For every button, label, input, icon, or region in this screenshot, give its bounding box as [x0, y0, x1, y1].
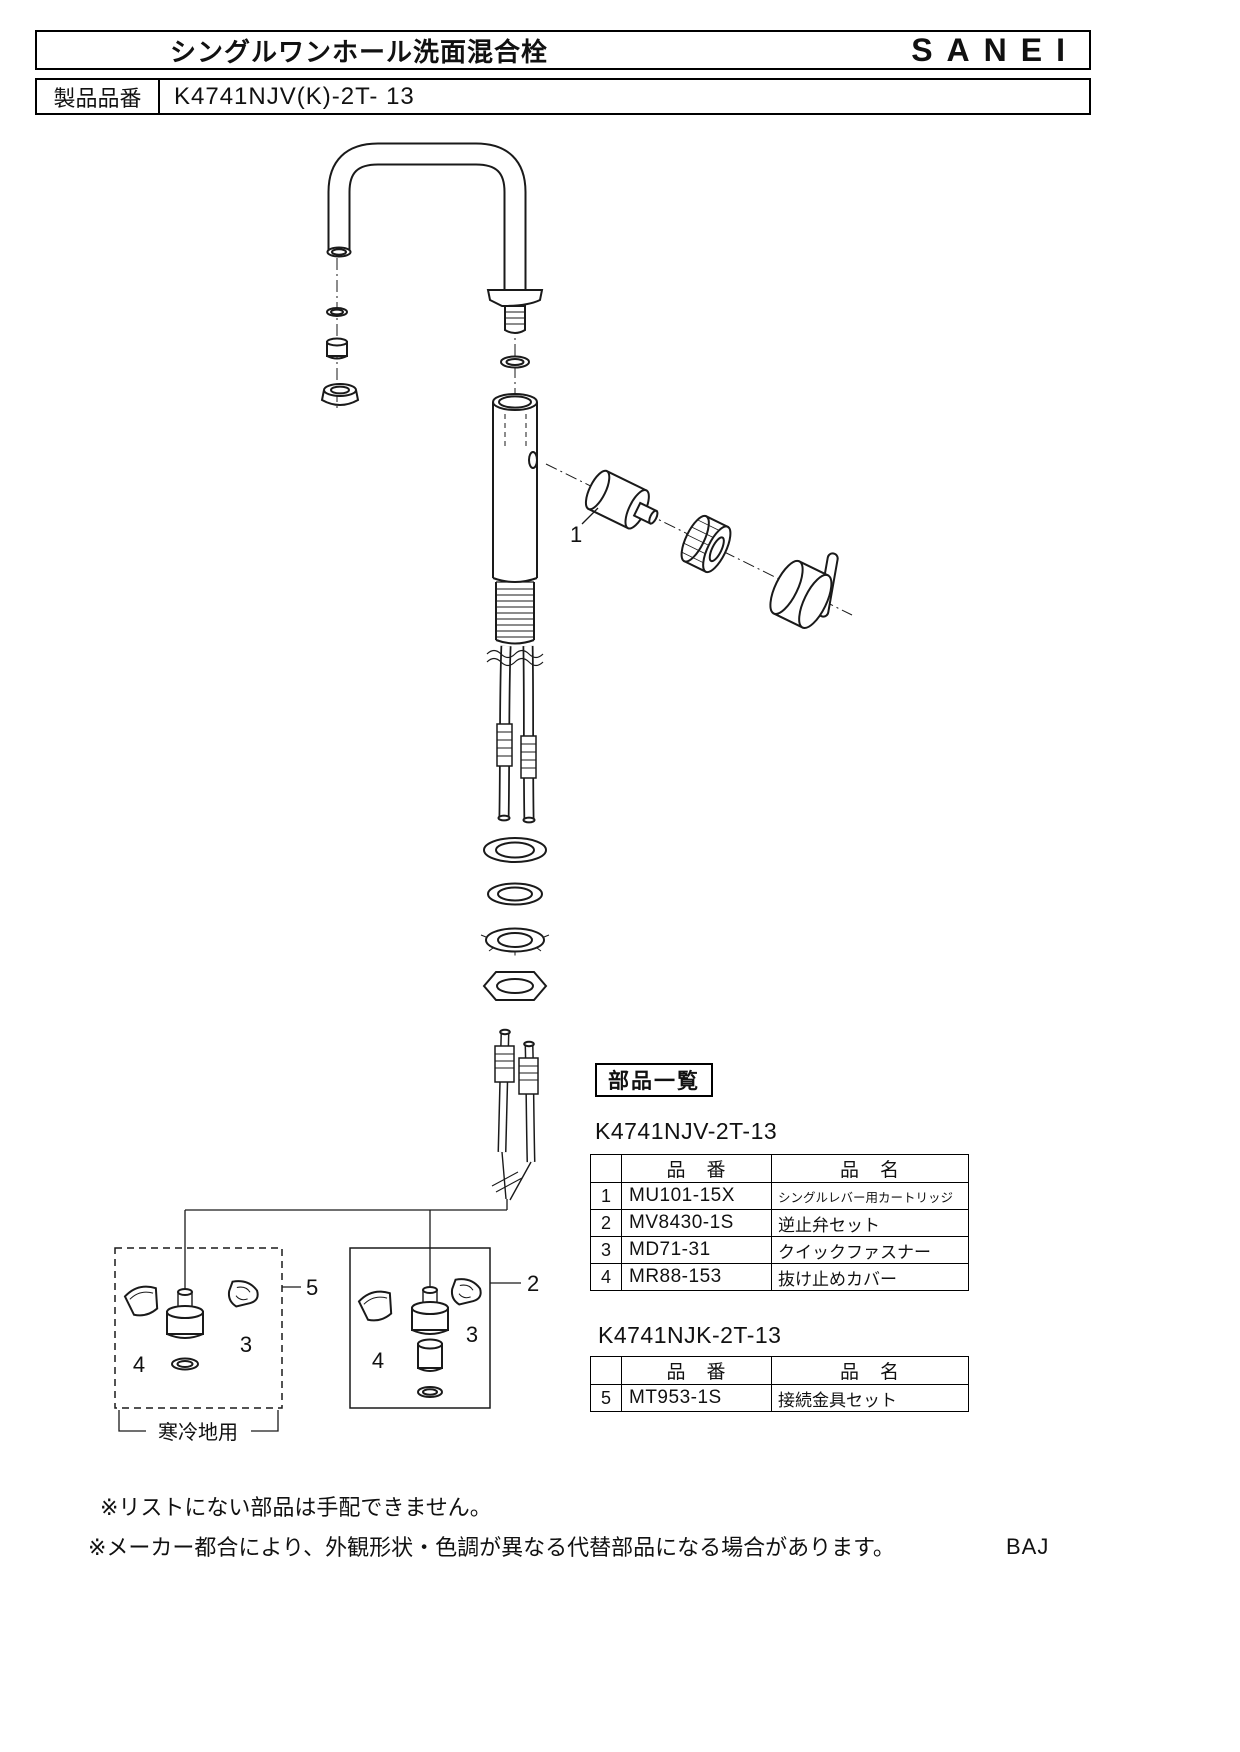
- callout-5: 5: [306, 1275, 318, 1300]
- row-index: 1: [590, 1182, 622, 1210]
- page-title: シングルワンホール洗面混合栓: [170, 36, 549, 67]
- row-index: 2: [590, 1209, 622, 1237]
- callout-2: 2: [527, 1271, 539, 1296]
- col-header-part-name: 品 名: [771, 1154, 969, 1183]
- col-header-index: [590, 1356, 622, 1385]
- part-name: 接続金具セット: [771, 1384, 969, 1412]
- part-number: MU101-15X: [621, 1182, 772, 1210]
- row-index: 5: [590, 1384, 622, 1412]
- callout-1-leader: [581, 507, 599, 525]
- col-header-index: [590, 1154, 622, 1183]
- center-axis-lines: [336, 258, 853, 616]
- model-number-1: K4741NJV-2T-13: [595, 1118, 778, 1144]
- product-number-label: 製品品番: [37, 80, 160, 113]
- check-valve-fitting-right: [411, 1286, 449, 1398]
- part-name: 抜け止めカバー: [771, 1263, 969, 1291]
- table-row: 2 MV8430-1S 逆止弁セット: [590, 1209, 969, 1237]
- product-number-bar: 製品品番 K4741NJV(K)-2T- 13: [35, 78, 1091, 115]
- col-header-part-name: 品 名: [771, 1356, 969, 1385]
- col-header-part-number: 品 番: [621, 1154, 772, 1183]
- quick-fastener-right: [450, 1278, 482, 1306]
- spout-base-flange: [486, 289, 544, 334]
- supply-hoses: [486, 645, 544, 824]
- cold-region-label: 寒冷地用: [158, 1421, 238, 1444]
- parts-list-heading: 部品一覧: [595, 1063, 713, 1097]
- standard-group: [349, 1247, 491, 1409]
- retainer-cover-right: [357, 1290, 393, 1322]
- connector-fitting-left: [166, 1288, 204, 1371]
- retainer-cover-left: [123, 1285, 159, 1317]
- cold-region-group: [114, 1247, 283, 1432]
- part-name: 逆止弁セット: [771, 1209, 969, 1237]
- table-header-row: 品 番 品 名: [590, 1356, 969, 1385]
- parts-table-1: 品 番 品 名 1 MU101-15X シングルレバー用カートリッジ 2 MV8…: [590, 1154, 969, 1291]
- part-name: クイックファスナー: [771, 1236, 969, 1264]
- part-number: MR88-153: [621, 1263, 772, 1291]
- part-number: MT953-1S: [621, 1384, 772, 1412]
- table-row: 4 MR88-153 抜け止めカバー: [590, 1263, 969, 1291]
- product-number-value: K4741NJV(K)-2T- 13: [174, 82, 415, 110]
- parts-list-heading-text: 部品一覧: [608, 1070, 700, 1093]
- cartridge-cap-nut: [680, 514, 732, 574]
- brand-logo: SANEI: [911, 31, 1079, 68]
- callout-3-right: 3: [466, 1322, 478, 1347]
- table-row: 3 MD71-31 クイックファスナー: [590, 1236, 969, 1264]
- part-number: MD71-31: [621, 1236, 772, 1264]
- aerator-parts: [320, 307, 360, 406]
- callout-4-right: 4: [372, 1348, 384, 1373]
- row-index: 3: [590, 1236, 622, 1264]
- handle: [769, 559, 833, 629]
- routing-lines: [184, 1199, 521, 1290]
- callout-1: 1: [570, 522, 582, 547]
- table-row: 1 MU101-15X シングルレバー用カートリッジ: [590, 1182, 969, 1210]
- table-row: 5 MT953-1S 接続金具セット: [590, 1384, 969, 1412]
- quick-fastener-left: [227, 1280, 259, 1308]
- washer-stack: [480, 837, 550, 956]
- faucet-body: [492, 393, 538, 583]
- col-header-part-number: 品 番: [621, 1356, 772, 1385]
- o-ring: [500, 355, 530, 369]
- parts-table-2: 品 番 品 名 5 MT953-1S 接続金具セット: [590, 1356, 969, 1412]
- row-index: 4: [590, 1263, 622, 1291]
- callout-4-left: 4: [133, 1352, 145, 1377]
- part-name: シングルレバー用カートリッジ: [771, 1182, 969, 1210]
- document-code: BAJ: [1006, 1534, 1050, 1559]
- hose-connectors: [491, 1028, 539, 1201]
- model-number-2: K4741NJK-2T-13: [598, 1322, 782, 1348]
- title-bar: シングルワンホール洗面混合栓 SANEI: [35, 30, 1091, 70]
- spout: [326, 142, 527, 290]
- mounting-thread: [495, 581, 535, 645]
- table-header-row: 品 番 品 名: [590, 1154, 969, 1183]
- mounting-nut: [482, 971, 548, 1001]
- footnote-2: ※メーカー都合により、外観形状・色調が異なる代替部品になる場合があります。: [88, 1535, 895, 1560]
- cartridge: [584, 469, 659, 530]
- part-number: MV8430-1S: [621, 1209, 772, 1237]
- callout-3-left: 3: [240, 1332, 252, 1357]
- footnote-1: ※リストにない部品は手配できません。: [100, 1495, 492, 1520]
